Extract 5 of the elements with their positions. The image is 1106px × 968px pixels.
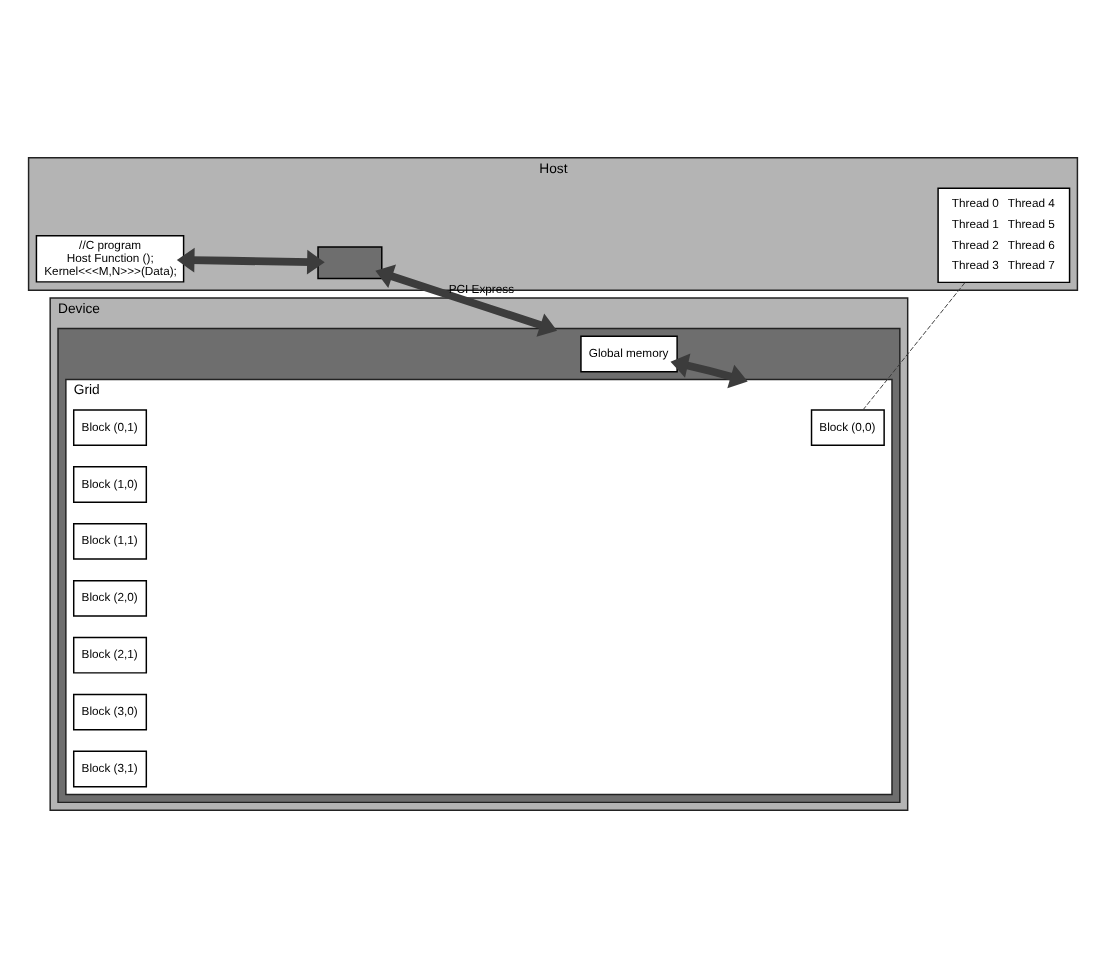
node-box [317, 246, 383, 280]
arrow [176, 247, 325, 275]
connector [862, 282, 966, 411]
arrow [375, 264, 558, 337]
arrow [670, 353, 748, 389]
